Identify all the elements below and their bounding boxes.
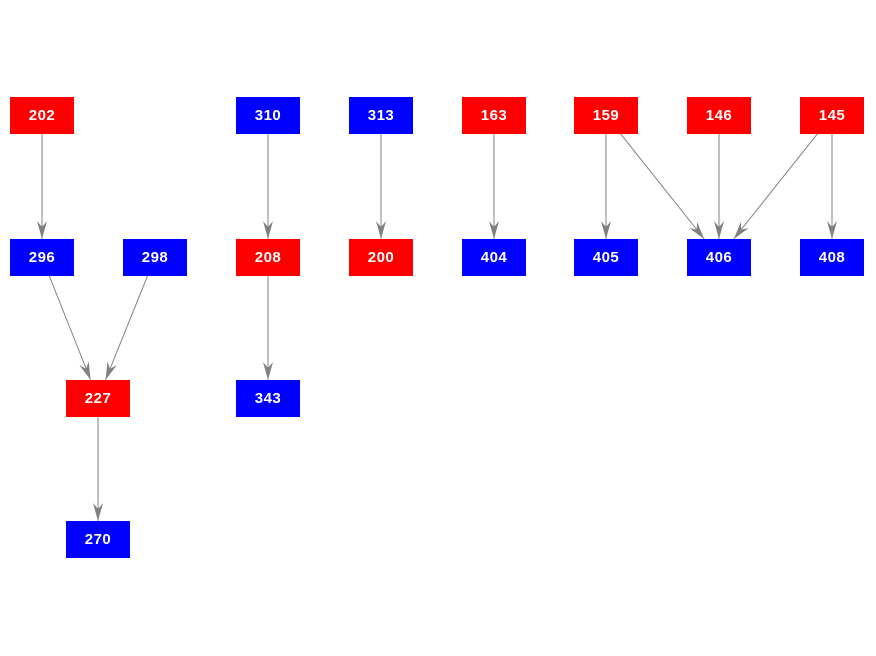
node-label: 405 xyxy=(592,249,620,266)
edge-296-227 xyxy=(41,257,92,381)
node-208[interactable]: 208 xyxy=(236,239,300,276)
edge-group xyxy=(37,115,837,521)
node-163[interactable]: 163 xyxy=(462,97,526,134)
node-label: 146 xyxy=(705,107,733,124)
node-label: 159 xyxy=(592,107,620,124)
node-227[interactable]: 227 xyxy=(66,380,130,417)
node-label: 145 xyxy=(818,107,846,124)
node-label: 313 xyxy=(367,107,395,124)
node-label: 202 xyxy=(28,107,56,124)
node-145[interactable]: 145 xyxy=(800,97,864,134)
node-label: 310 xyxy=(254,107,282,124)
node-404[interactable]: 404 xyxy=(462,239,526,276)
node-label: 270 xyxy=(84,531,112,548)
node-label: 298 xyxy=(141,249,169,266)
edge-298-227 xyxy=(105,257,156,381)
edge-145-406 xyxy=(733,115,833,240)
node-label: 404 xyxy=(480,249,508,266)
edge-159-406 xyxy=(605,115,705,240)
node-label: 343 xyxy=(254,390,282,407)
node-343[interactable]: 343 xyxy=(236,380,300,417)
node-200[interactable]: 200 xyxy=(349,239,413,276)
node-label: 406 xyxy=(705,249,733,266)
node-405[interactable]: 405 xyxy=(574,239,638,276)
node-label: 408 xyxy=(818,249,846,266)
node-202[interactable]: 202 xyxy=(10,97,74,134)
node-408[interactable]: 408 xyxy=(800,239,864,276)
node-label: 227 xyxy=(84,390,112,407)
node-159[interactable]: 159 xyxy=(574,97,638,134)
node-296[interactable]: 296 xyxy=(10,239,74,276)
node-label: 200 xyxy=(367,249,395,266)
node-310[interactable]: 310 xyxy=(236,97,300,134)
node-label: 163 xyxy=(480,107,508,124)
node-label: 296 xyxy=(28,249,56,266)
node-298[interactable]: 298 xyxy=(123,239,187,276)
node-270[interactable]: 270 xyxy=(66,521,130,558)
node-label: 208 xyxy=(254,249,282,266)
node-313[interactable]: 313 xyxy=(349,97,413,134)
node-146[interactable]: 146 xyxy=(687,97,751,134)
node-406[interactable]: 406 xyxy=(687,239,751,276)
